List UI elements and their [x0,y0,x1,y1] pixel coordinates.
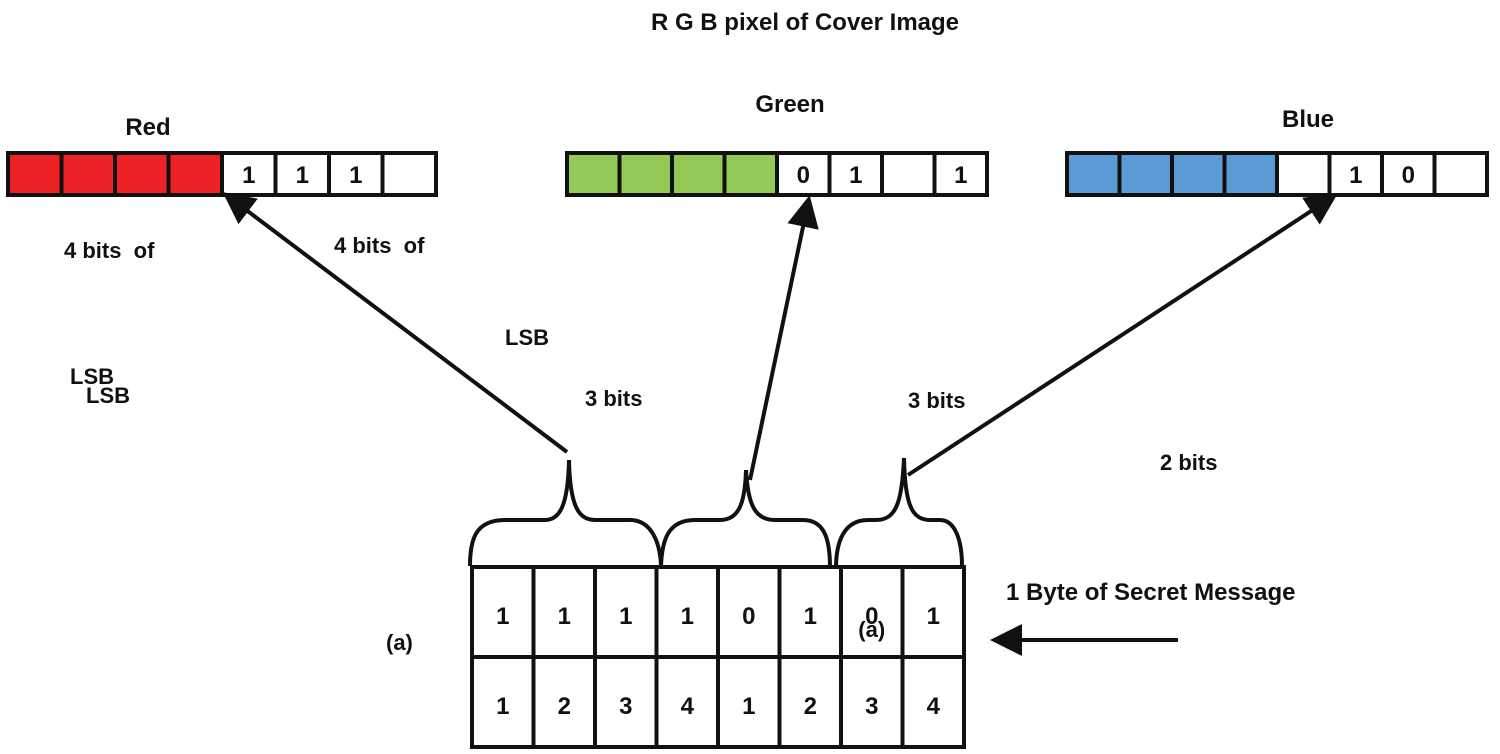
label-lsb-left-2: LSB [86,383,130,408]
blue-bit-cell [1222,151,1279,197]
label-4-bits-left: 4 bits of [64,238,155,263]
channel-label-green: Green [755,91,824,118]
diagram-title: R G B pixel of Cover Image [651,9,959,36]
channel-label-red: Red [125,114,170,141]
blue-bit-value: 0 [1402,162,1415,189]
label-4-bits-mid: 4 bits of [334,233,425,258]
green-bit-cell [565,151,622,197]
secret-bit-value: 0 [742,603,755,630]
secret-position-value: 4 [927,693,941,720]
label-a-in-cell: (a) [858,617,885,642]
label-lsb-left-1: LSB [70,364,114,389]
green-bit-cell [827,151,884,197]
label-a-left: (a) [386,630,413,655]
blue-bit-cell [1380,151,1437,197]
blue-bit-cell [1275,151,1332,197]
secret-message-label: 1 Byte of Secret Message [1006,579,1295,606]
green-channel-byte: 0 1 1 [565,151,989,197]
arrow-to-red [222,192,569,454]
label-3-bits-left: 3 bits [585,386,642,411]
red-bit-cell [59,151,117,197]
blue-bit-value: 1 [1349,162,1362,189]
green-bit-value: 0 [797,162,810,189]
arrow-to-green [748,195,819,481]
brace-red-bits [468,459,663,567]
secret-position-value: 2 [804,693,817,720]
secret-position-cell [470,655,536,749]
green-bit-cell [722,151,779,197]
red-bit-cell [273,151,331,197]
secret-bit-value: 1 [681,603,694,630]
green-bit-cell [880,151,937,197]
green-bit-cell [932,151,989,197]
label-2-bits: 2 bits [1160,450,1217,475]
green-bit-value: 1 [954,162,967,189]
secret-bit-value: 1 [927,603,940,630]
secret-position-cell [900,655,966,749]
secret-bit-value: 1 [804,603,817,630]
secret-bit-value: 1 [619,603,632,630]
secret-position-value: 3 [865,693,878,720]
red-bit-cell [6,151,64,197]
green-bit-value: 1 [849,162,862,189]
red-bit-value: 1 [296,162,309,189]
brace-green-bits [659,469,832,569]
secret-position-value: 3 [619,693,632,720]
secret-bit-cell [531,565,597,659]
secret-position-value: 1 [496,693,509,720]
secret-bit-cell [777,565,843,659]
blue-bit-cell [1117,151,1174,197]
secret-position-value: 4 [681,693,695,720]
secret-position-cell [716,655,782,749]
secret-bit-cell [900,565,966,659]
green-bit-cell [670,151,727,197]
secret-bit-value: 1 [558,603,571,630]
red-bit-cell [166,151,224,197]
arrow-to-blue [906,193,1338,477]
red-channel-byte: 1 1 1 [6,151,438,197]
label-lsb-mid: LSB [505,325,549,350]
label-3-bits-right: 3 bits [908,388,965,413]
blue-bit-cell [1432,151,1489,197]
secret-position-cell [531,655,597,749]
secret-position-value: 1 [742,693,755,720]
channel-label-blue: Blue [1282,106,1334,133]
red-bit-cell [113,151,171,197]
blue-bit-cell [1170,151,1227,197]
red-bit-value: 1 [242,162,255,189]
brace-blue-bits [834,457,964,569]
green-bit-cell [617,151,674,197]
red-bit-value: 1 [349,162,362,189]
secret-position-value: 2 [558,693,571,720]
secret-bit-value: 1 [496,603,509,630]
blue-bit-cell [1065,151,1122,197]
red-bit-cell [327,151,385,197]
secret-byte-grid: 1 1 1 2 1 3 1 4 0 1 1 2 0 3 1 4 (a) [470,565,966,749]
red-bit-cell [380,151,438,197]
secret-bit-value: 0 [865,603,878,630]
